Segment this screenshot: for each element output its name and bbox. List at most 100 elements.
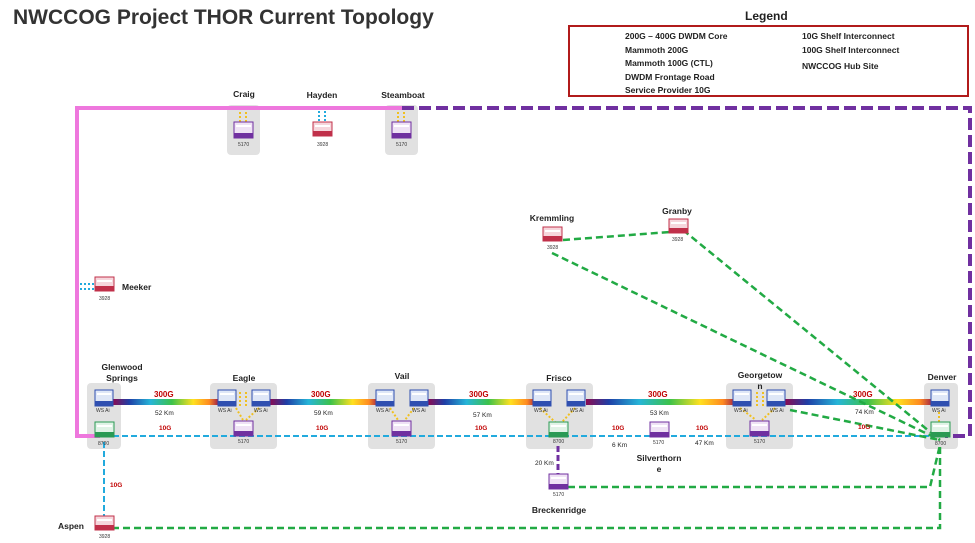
device-glenwood-8700: [94, 421, 115, 438]
model-hayden: 3928: [317, 142, 329, 148]
breckenridge-distance: 20 Km: [535, 460, 554, 467]
device-eagle-5170: [233, 420, 254, 437]
distance-core-2: 59 Km: [314, 410, 333, 417]
legend-hub-site: NWCCOG Hub Site: [802, 61, 879, 71]
legend-dwdm-core: 200G – 400G DWDM Core: [625, 31, 728, 41]
device-kremmling: [542, 226, 563, 242]
device-frisco-8700: [548, 421, 569, 438]
model-silverthorne: 5170: [653, 440, 665, 446]
distance-core-3: 57 Km: [473, 412, 492, 419]
mammoth-200g-link: [75, 106, 402, 438]
frontage-cap-2: 10G: [316, 425, 329, 432]
model-craig: 5170: [238, 142, 250, 148]
mammoth-100g-link: [402, 106, 972, 438]
frontage-cap-1: 10G: [159, 425, 172, 432]
legend-mammoth-100g: Mammoth 100G (CTL): [625, 58, 713, 68]
legend-dwdm-frontage: DWDM Frontage Road: [625, 72, 715, 82]
device-vail-ws2: [409, 389, 429, 407]
wsai-eagle-2: WS Ai: [254, 408, 268, 414]
device-aspen: [94, 515, 115, 531]
device-denver-8700: [930, 421, 951, 438]
capacity-core-4: 300G: [648, 390, 668, 399]
dwdm-core-2: [270, 399, 380, 405]
site-label-denver: Denver: [927, 372, 957, 382]
page-title: NWCCOG Project THOR Current Topology: [13, 6, 434, 29]
model-meeker: 3928: [99, 296, 111, 302]
wsai-glenwood: WS Ai: [96, 408, 110, 414]
site-label-eagle: Eagle: [232, 373, 256, 383]
device-hayden: [312, 121, 333, 137]
model-eagle: 5170: [238, 439, 250, 445]
model-frisco: 8700: [553, 439, 565, 445]
device-vail-5170: [391, 420, 412, 437]
model-granby: 3928: [672, 237, 684, 243]
device-vail-ws1: [375, 389, 395, 407]
silverthorne-right-distance: 47 Km: [695, 440, 714, 447]
device-eagle-ws1: [217, 389, 237, 407]
frontage-cap-5: 10G: [858, 424, 871, 431]
distance-core-4: 53 Km: [650, 410, 669, 417]
device-glenwood-ws: [94, 389, 114, 407]
wsai-vail-2: WS Ai: [412, 408, 426, 414]
silverthorne-left-distance: 6 Km: [612, 442, 628, 449]
site-label-granby: Granby: [662, 206, 692, 216]
wsai-frisco-2: WS Ai: [570, 408, 584, 414]
model-vail: 5170: [396, 439, 408, 445]
device-georgetown-ws1: [732, 389, 752, 407]
device-eagle-ws2: [251, 389, 271, 407]
device-granby: [668, 218, 689, 234]
wsai-georgetown-1: WS Ai: [734, 408, 748, 414]
site-label-aspen: Aspen: [58, 521, 84, 531]
model-georgetown: 5170: [754, 439, 766, 445]
shelf-100g-interconnects: [235, 112, 940, 423]
device-meeker: [94, 276, 115, 292]
device-silverthorne: [649, 421, 670, 438]
model-aspen: 3928: [99, 534, 111, 540]
device-denver-ws: [930, 389, 950, 407]
legend-100g-shelf: 100G Shelf Interconnect: [802, 45, 900, 55]
site-label-silverthorne: Silverthorn e: [636, 453, 682, 474]
wsai-georgetown-2: WS Ai: [770, 408, 784, 414]
service-provider-links: [112, 229, 942, 530]
wsai-denver: WS Ai: [932, 408, 946, 414]
device-icons: [94, 121, 951, 531]
site-label-kremmling: Kremmling: [529, 213, 575, 223]
site-label-georgetown: Georgetow n: [737, 370, 783, 391]
model-denver: 8700: [935, 441, 947, 447]
legend-box: [568, 25, 969, 97]
site-label-breckenridge: Breckenridge: [531, 505, 587, 515]
model-kremmling: 3928: [547, 245, 559, 251]
device-craig: [233, 121, 254, 139]
legend-mammoth-200g: Mammoth 200G: [625, 45, 689, 55]
device-georgetown-5170: [749, 420, 770, 437]
site-label-glenwood: Glenwood Springs: [101, 362, 143, 383]
site-label-craig: Craig: [233, 89, 255, 99]
dwdm-core-4: [586, 399, 738, 405]
wsai-vail-1: WS Ai: [376, 408, 390, 414]
dwdm-core-3: [428, 399, 538, 405]
capacity-core-2: 300G: [311, 390, 331, 399]
model-steamboat: 5170: [396, 142, 408, 148]
model-glenwood: 8700: [98, 441, 110, 447]
model-breckenridge: 5170: [553, 492, 565, 498]
aspen-cap: 10G: [110, 482, 123, 489]
site-label-frisco: Frisco: [546, 373, 572, 383]
frontage-cap-3: 10G: [475, 425, 488, 432]
distance-core-5: 74 Km: [855, 409, 874, 416]
legend-10g-shelf: 10G Shelf Interconnect: [802, 31, 895, 41]
device-steamboat: [391, 121, 412, 139]
dwdm-core-1: [113, 399, 220, 405]
shelf-10g-interconnects: [80, 111, 326, 290]
site-label-vail: Vail: [394, 371, 410, 381]
wsai-frisco-1: WS Ai: [534, 408, 548, 414]
legend-title: Legend: [745, 9, 788, 23]
device-breckenridge: [548, 473, 569, 490]
legend-service-provider: Service Provider 10G: [625, 85, 711, 95]
silverthorne-cap: 10G: [612, 425, 625, 432]
device-frisco-ws1: [532, 389, 552, 407]
capacity-core-3: 300G: [469, 390, 489, 399]
device-georgetown-ws2: [766, 389, 786, 407]
distance-core-1: 52 Km: [155, 410, 174, 417]
capacity-core-5: 300G: [853, 390, 873, 399]
